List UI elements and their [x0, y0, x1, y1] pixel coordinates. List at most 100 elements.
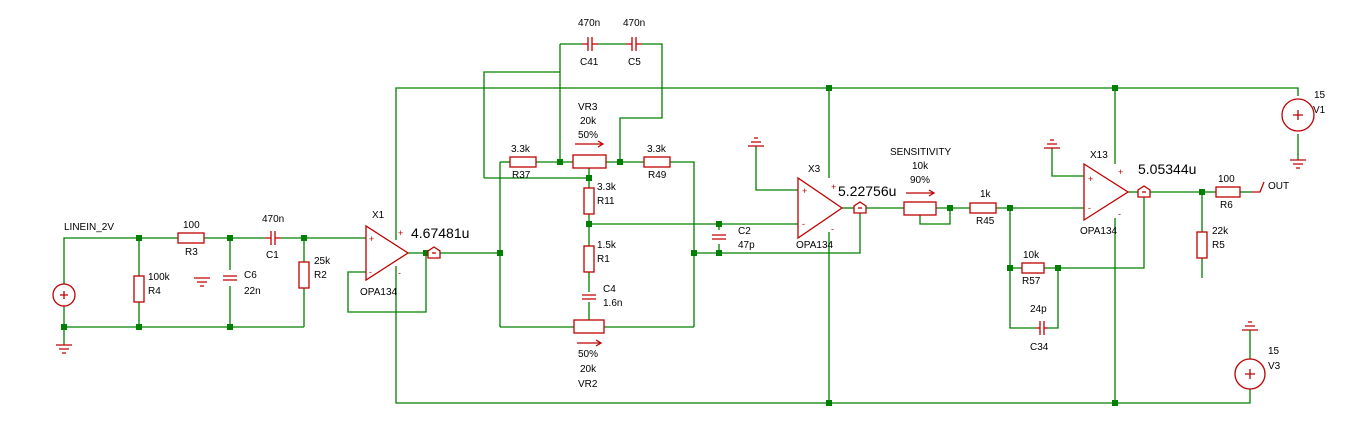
- label-c6-value: 22n: [244, 286, 261, 297]
- resistor-r1-icon: [583, 245, 595, 273]
- resistor-r3-icon: [177, 232, 205, 244]
- resistor-r4-icon: [133, 275, 145, 303]
- label-vr2-percent: 50%: [578, 349, 598, 360]
- label-vr3: VR3: [578, 102, 598, 113]
- label-r1: R1: [597, 254, 610, 265]
- label-vr2-value: 20k: [580, 364, 597, 375]
- voltage-source-v3-icon: [1234, 358, 1266, 390]
- label-r2-value: 25k: [314, 256, 331, 267]
- label-r11-value: 3.3k: [597, 182, 617, 193]
- label-x3: X3: [808, 164, 821, 175]
- label-c4-value: 1.6n: [603, 298, 622, 309]
- label-r49: R49: [648, 170, 667, 181]
- capacitor-c6-icon: [223, 275, 237, 281]
- label-x13-part: OPA134: [1080, 226, 1117, 237]
- svg-text:-: -: [1088, 203, 1091, 213]
- capacitor-c41-icon: [582, 37, 598, 51]
- label-vr3-value: 20k: [580, 116, 597, 127]
- svg-text:+: +: [369, 234, 374, 244]
- svg-text:+: +: [1088, 174, 1093, 184]
- potentiometer-vr3-icon: [572, 140, 607, 169]
- svg-text:+: +: [802, 186, 807, 196]
- label-c41-value: 470n: [578, 18, 600, 29]
- opamp-x3-icon: + - + -: [797, 176, 844, 240]
- label-sensitivity: SENSITIVITY: [890, 147, 951, 158]
- label-c1: C1: [266, 250, 279, 261]
- label-c2: C2: [738, 226, 751, 237]
- label-x1-part: OPA134: [360, 287, 397, 298]
- label-r4-value: 100k: [148, 272, 171, 283]
- resistor-r11-icon: [583, 187, 595, 215]
- voltage-probe-x13-icon: [1137, 185, 1151, 198]
- label-r57: R57: [1022, 276, 1041, 287]
- label-x1: X1: [372, 210, 385, 221]
- opamp-x13-icon: + - + -: [1083, 162, 1130, 222]
- label-r4: R4: [148, 286, 161, 297]
- x13-output-voltage: 5.05344u: [1138, 161, 1196, 177]
- capacitor-c2-icon: [712, 234, 726, 240]
- label-r6: R6: [1220, 200, 1233, 211]
- potentiometer-vr2-icon: [573, 319, 605, 347]
- wires: [63, 43, 1299, 404]
- capacitor-c4-icon: [582, 294, 596, 300]
- input-source-icon: [52, 283, 76, 307]
- label-r37: R37: [512, 170, 531, 181]
- svg-text:-: -: [369, 267, 372, 277]
- junction-dots: [61, 85, 1205, 406]
- x1-output-voltage: 4.67481u: [411, 225, 469, 241]
- x3-output-voltage: 5.22756u: [838, 183, 896, 199]
- label-r49-value: 3.3k: [647, 144, 667, 155]
- component-labels: LINEIN_2V 100 R3 100k R4 C6 22n 470n C1 …: [64, 18, 1326, 390]
- label-r6-value: 100: [1218, 174, 1235, 185]
- svg-text:-: -: [398, 268, 401, 278]
- svg-text:-: -: [831, 224, 834, 234]
- opamp-x1-icon: + - + -: [365, 224, 410, 282]
- ground-input-icon: [56, 344, 72, 354]
- svg-text:-: -: [1118, 209, 1121, 219]
- resistor-r6-icon: [1215, 186, 1241, 198]
- label-c34-value: 24p: [1030, 304, 1047, 315]
- voltage-probe-x3-icon: [853, 201, 867, 214]
- label-v3-value: 15: [1268, 346, 1280, 357]
- svg-text:+: +: [1118, 167, 1123, 177]
- label-v1-value: 15: [1314, 90, 1326, 101]
- resistor-r45-icon: [969, 202, 997, 214]
- label-c6: C6: [244, 270, 257, 281]
- label-c5: C5: [628, 57, 641, 68]
- label-v1: V1: [1313, 105, 1326, 116]
- resistor-r5-icon: [1196, 231, 1208, 259]
- ground-x13-icon: [1044, 139, 1060, 149]
- label-r3: R3: [185, 247, 198, 258]
- label-sensitivity-value: 10k: [912, 161, 929, 172]
- label-r45-value: 1k: [980, 189, 992, 200]
- label-r11: R11: [597, 196, 615, 207]
- capacitor-c5-icon: [626, 37, 642, 51]
- label-x13: X13: [1090, 150, 1108, 161]
- resistor-r49-icon: [643, 156, 671, 168]
- voltage-source-v1-icon: [1281, 98, 1315, 132]
- label-x3-part: OPA134: [796, 240, 833, 251]
- label-vr2: VR2: [578, 379, 598, 390]
- capacitor-c1-icon: [265, 231, 281, 245]
- potentiometer-sensitivity-icon: [903, 189, 937, 216]
- ground-v3-icon: [1242, 321, 1258, 362]
- label-c5-value: 470n: [623, 18, 645, 29]
- capacitor-c34-icon: [1036, 321, 1048, 335]
- label-r5: R5: [1212, 240, 1225, 251]
- svg-text:+: +: [398, 228, 403, 238]
- label-c1-value: 470n: [262, 214, 284, 225]
- label-r5-value: 22k: [1212, 226, 1229, 237]
- label-c34: C34: [1030, 342, 1049, 353]
- voltage-probe-x1-icon: [427, 246, 441, 259]
- label-c2-value: 47p: [738, 240, 755, 251]
- resistor-r57-icon: [1021, 262, 1045, 274]
- label-r45: R45: [976, 216, 995, 227]
- label-linein: LINEIN_2V: [64, 222, 114, 233]
- label-r2: R2: [314, 270, 327, 281]
- svg-text:-: -: [802, 219, 805, 229]
- label-v3: V3: [1268, 361, 1281, 372]
- ground-r5-icon: [194, 277, 210, 287]
- ground-x3-icon: [748, 137, 764, 147]
- label-r3-value: 100: [183, 220, 200, 231]
- label-r57-value: 10k: [1023, 250, 1040, 261]
